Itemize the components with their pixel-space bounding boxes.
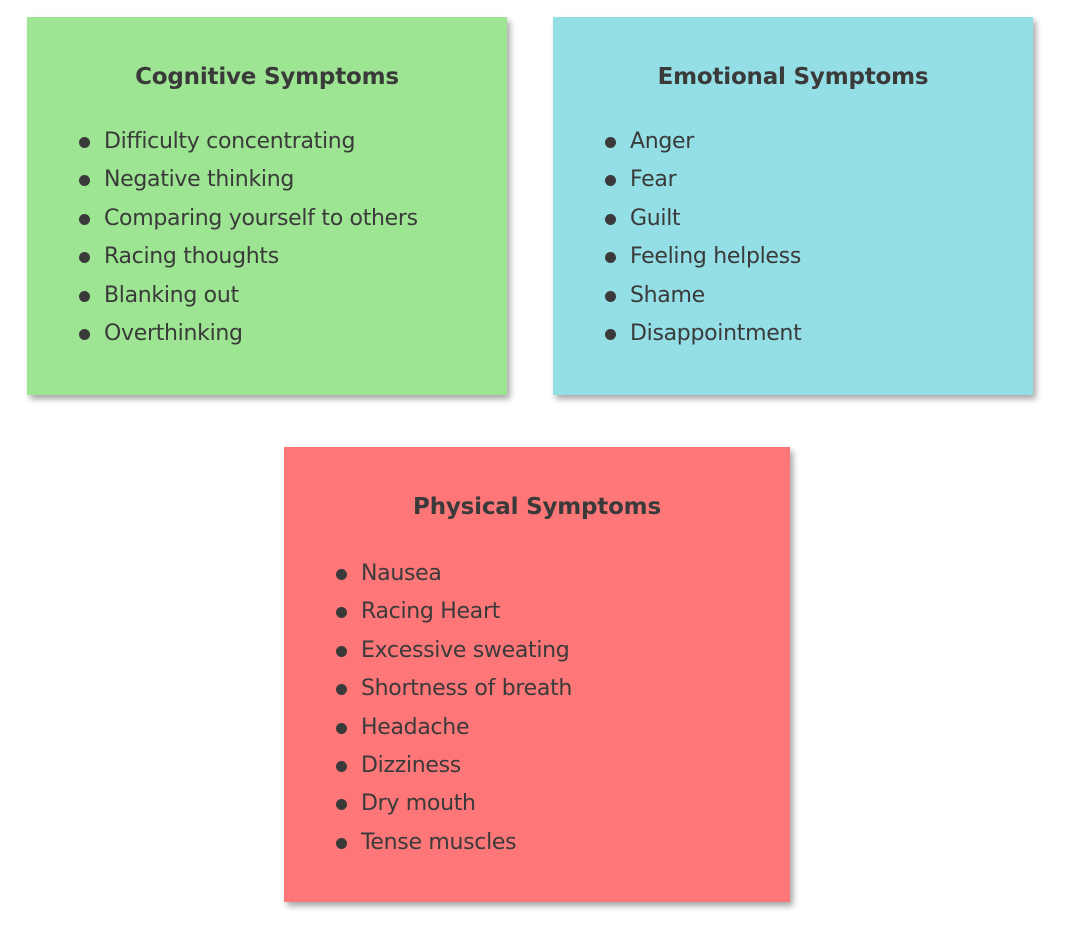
symptom-list: Anger Fear Guilt Feeling helpless Shame …	[604, 123, 802, 353]
list-item-label: Overthinking	[104, 320, 243, 346]
list-item-label: Shortness of breath	[361, 676, 573, 702]
list-item: Racing Heart	[335, 593, 572, 631]
list-item-label: Blanking out	[104, 282, 239, 308]
bullet-dot-icon	[336, 684, 347, 696]
list-item: Racing thoughts	[78, 238, 418, 276]
bullet-dot-icon	[336, 722, 347, 734]
card-title: Emotional Symptoms	[657, 64, 929, 90]
list-item-label: Disappointment	[630, 320, 802, 346]
list-item: Dry mouth	[335, 785, 572, 823]
list-item-label: Negative thinking	[104, 167, 295, 193]
bullet-dot-icon	[605, 175, 616, 187]
list-item: Dizziness	[335, 747, 572, 785]
bullet-dot-icon	[336, 760, 347, 772]
bullet-dot-icon	[79, 252, 90, 264]
list-item-label: Nausea	[361, 561, 442, 586]
list-item-label: Dry mouth	[361, 791, 476, 817]
list-item-label: Dizziness	[361, 752, 461, 778]
list-item: Difficulty concentrating	[78, 123, 418, 161]
list-item: Overthinking	[78, 315, 418, 353]
list-item: Tense muscles	[335, 824, 572, 862]
list-item: Disappointment	[604, 315, 802, 353]
list-item-label: Headache	[361, 714, 470, 740]
list-item: Excessive sweating	[335, 632, 572, 670]
bullet-dot-icon	[605, 290, 616, 302]
bullet-dot-icon	[79, 213, 90, 225]
list-item-label: Guilt	[630, 205, 681, 231]
list-item: Headache	[335, 709, 572, 747]
cognitive-symptoms-card: Cognitive Symptoms Difficulty concentrat…	[27, 17, 507, 395]
bullet-dot-icon	[79, 175, 90, 187]
card-title: Cognitive Symptoms	[135, 64, 399, 90]
list-item: Shame	[604, 277, 801, 315]
list-item-label: Feeling helpless	[630, 244, 801, 270]
card-title: Physical Symptoms	[413, 494, 661, 520]
bullet-dot-icon	[336, 645, 347, 657]
list-item: Fear	[604, 161, 801, 199]
list-item-label: Fear	[630, 167, 677, 193]
list-item-label: Shame	[630, 282, 705, 308]
bullet-dot-icon	[605, 137, 616, 148]
list-item-label: Excessive sweating	[361, 637, 570, 663]
bullet-dot-icon	[79, 328, 90, 340]
bullet-dot-icon	[605, 328, 616, 340]
list-item-label: Difficulty concentrating	[104, 129, 356, 154]
bullet-dot-icon	[605, 252, 616, 264]
bullet-dot-icon	[79, 290, 90, 302]
list-item-label: Racing thoughts	[104, 244, 279, 270]
symptom-list: Nausea Racing Heart Excessive sweating S…	[335, 555, 572, 862]
bullet-dot-icon	[336, 607, 347, 619]
list-item: Anger	[604, 123, 801, 161]
physical-symptoms-card: Physical Symptoms Nausea Racing Heart Ex…	[284, 447, 790, 902]
list-item: Nausea	[335, 555, 572, 593]
bullet-dot-icon	[336, 837, 347, 849]
list-item-label: Comparing yourself to others	[104, 205, 418, 231]
list-item: Negative thinking	[78, 161, 418, 199]
list-item: Comparing yourself to others	[78, 200, 418, 238]
bullet-dot-icon	[336, 799, 347, 811]
symptom-list: Difficulty concentrating Negative thinki…	[78, 123, 418, 353]
bullet-dot-icon	[336, 569, 347, 580]
list-item-label: Tense muscles	[361, 829, 517, 855]
list-item: Blanking out	[78, 277, 418, 315]
list-item: Shortness of breath	[335, 670, 572, 708]
list-item-label: Anger	[630, 129, 695, 154]
list-item-label: Racing Heart	[361, 599, 501, 625]
emotional-symptoms-card: Emotional Symptoms Anger Fear Guilt Feel…	[553, 17, 1033, 395]
bullet-dot-icon	[79, 137, 90, 148]
list-item: Feeling helpless	[604, 238, 801, 276]
bullet-dot-icon	[605, 213, 616, 225]
list-item: Guilt	[604, 200, 801, 238]
